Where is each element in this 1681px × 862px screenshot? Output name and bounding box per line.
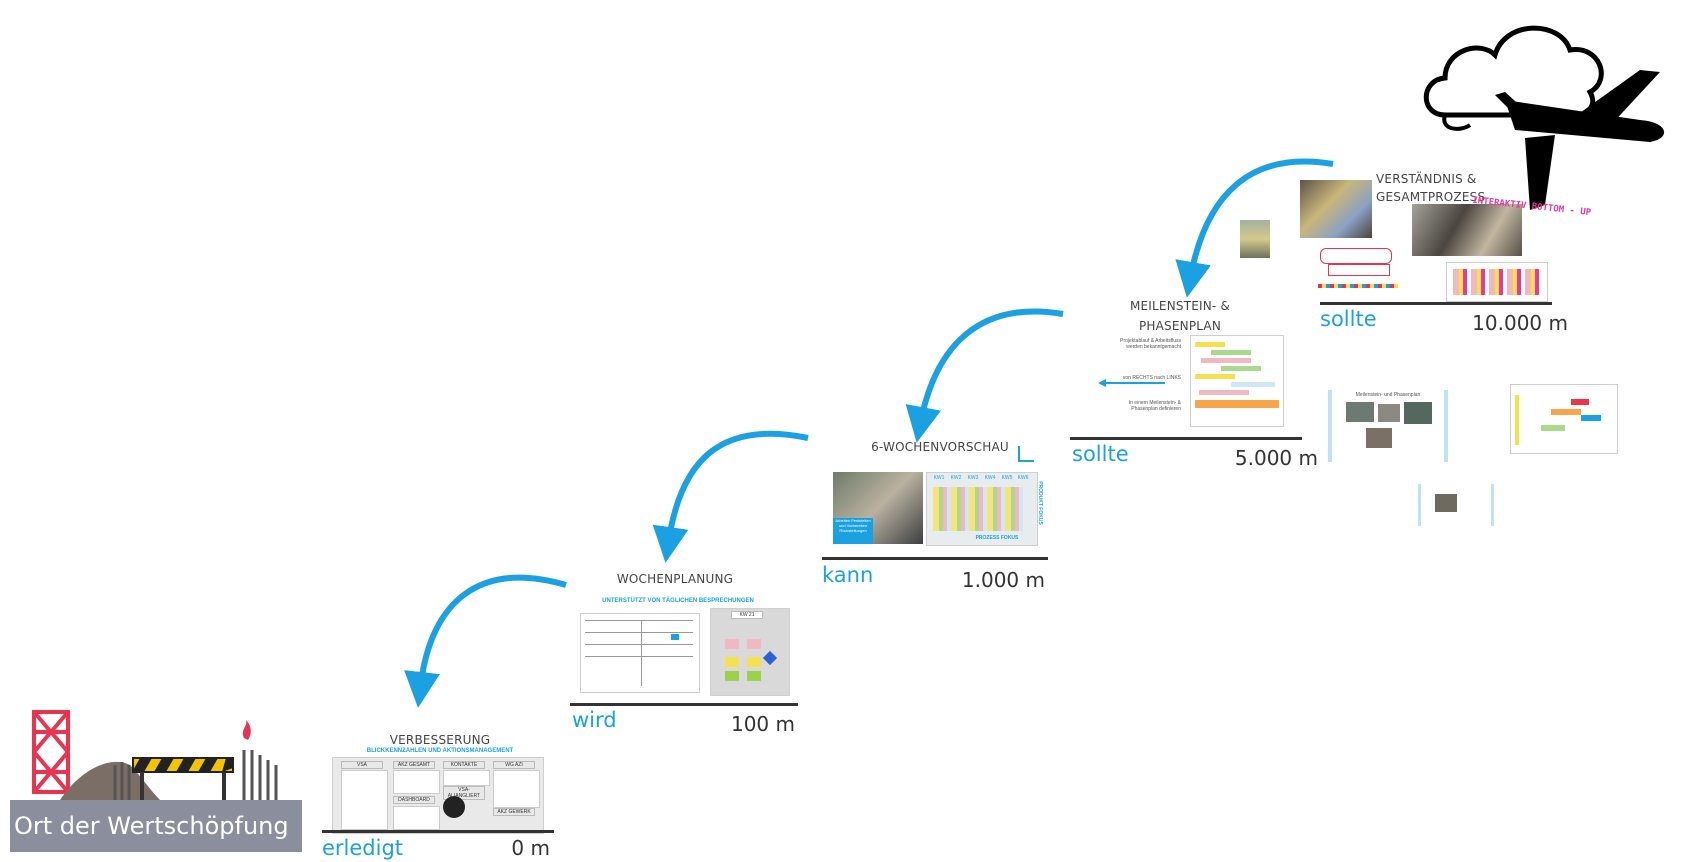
arrow-curve-icon (404, 574, 567, 708)
altitude-0m: 0 m (511, 836, 550, 860)
panel-label: VSA (341, 761, 383, 769)
week-label: KW1 (933, 475, 945, 481)
week-label: KW6 (1017, 475, 1029, 481)
level-label-erledigt: erledigt (322, 836, 404, 860)
week-label: KW2 (950, 475, 962, 481)
weekly-plan-form-thumbnail (580, 613, 700, 693)
step-subtitle-verbesserung: BLICKKENNZAHLEN UND AKTIONSMANAGEMENT (366, 748, 514, 754)
milestone-chart-thumbnail-2 (1510, 384, 1618, 454)
milestone-photo-frame-small (1418, 484, 1494, 526)
panel-label: AKZ GEWERK (493, 808, 535, 816)
arrow-curve-icon (652, 430, 809, 563)
level-line-sollte-5000 (1070, 437, 1302, 440)
altitude-100m: 100 m (730, 712, 795, 736)
level-label-sollte-10000: sollte (1320, 307, 1377, 331)
milestone-note: Projektablauf & Arbeitsfluss werden beka… (1120, 338, 1181, 350)
axis-label-prozess-fokus: PROZESS FOKUS (975, 535, 1019, 541)
panel-label: DASHBOARD (393, 796, 435, 804)
weekly-board-thumbnail: KW 21 (710, 608, 790, 696)
step-title-6-wochenvorschau: 6-WOCHENVORSCHAU (871, 440, 1009, 454)
team-workshop-photo (1412, 204, 1522, 256)
airplane-icon (1495, 70, 1665, 210)
week-label: KW5 (1001, 475, 1013, 481)
level-line-sollte-10000 (1320, 302, 1552, 305)
six-week-board-thumbnail: KW1 KW2 KW3 KW4 KW5 KW6 PROZESS FOKUS (926, 472, 1038, 546)
level-label-wird: wird (572, 708, 617, 732)
step-title-verstaendnis: VERSTÄNDNIS & GESAMTPROZESS (1376, 172, 1486, 204)
process-board-thumbnail (1446, 262, 1548, 302)
note-box: Arbeiten Feststellen und Vorbereiten Rüc… (833, 518, 873, 544)
kpi-dashboard-thumbnail: VSA AKZ GESAMT KONTAKTE WG AZI DASHBOARD… (332, 757, 544, 834)
panel-label: KONTAKTE (443, 761, 485, 769)
level-line-kann (822, 557, 1048, 560)
altitude-10000m: 10.000 m (1472, 311, 1568, 335)
kw-label: KW 21 (731, 611, 763, 619)
milestone-plan-thumbnail (1190, 335, 1284, 427)
process-map-thumbnail (1314, 244, 1404, 298)
milestone-note: In einem Meilenstein- & Phasenplan defin… (1128, 400, 1181, 412)
step-subtitle-wochenplanung: UNTERSTÜTZT VON TÄGLICHEN BESPRECHUNGEN (602, 598, 754, 604)
axis-label-produkt-fokus: PRODUKT FOKUS (1037, 481, 1043, 525)
step-title-meilenstein: MEILENSTEIN- & PHASENPLAN (1129, 299, 1231, 333)
altitude-5000m: 5.000 m (1234, 446, 1318, 470)
sticky-notes-photo (1300, 180, 1372, 238)
step-title-wochenplanung: WOCHENPLANUNG (616, 572, 734, 586)
arrow-curve-icon (1175, 158, 1334, 298)
level-label-sollte-5000: sollte (1072, 442, 1129, 466)
altitude-1000m: 1.000 m (961, 568, 1045, 592)
level-line-erledigt (322, 830, 554, 833)
cloud-icon (1423, 25, 1604, 131)
week-label: KW4 (984, 475, 996, 481)
team-photo-thumbnail: Arbeiten Feststellen und Vorbereiten Rüc… (833, 472, 923, 544)
origin-label: Ort der Wertschöpfung (14, 812, 289, 840)
chart-icon (1018, 446, 1034, 462)
arrow-curve-icon (905, 308, 1064, 443)
milestone-photo-frame: Meilenstein- und Phasenplan (1328, 390, 1448, 462)
milestone-note: von RECHTS nach LINKS (1122, 375, 1181, 381)
origin-box: Ort der Wertschöpfung (10, 800, 302, 852)
panel-label: WG AZI (493, 761, 535, 769)
step-title-verbesserung: VERBESSERUNG (389, 733, 491, 747)
week-label: KW3 (967, 475, 979, 481)
small-board-photo (1240, 220, 1270, 258)
level-label-kann: kann (822, 563, 874, 587)
milestone-frame-caption: Meilenstein- und Phasenplan (1355, 392, 1421, 398)
level-line-wird (570, 703, 798, 706)
panel-label: AKZ GESAMT (393, 761, 435, 769)
